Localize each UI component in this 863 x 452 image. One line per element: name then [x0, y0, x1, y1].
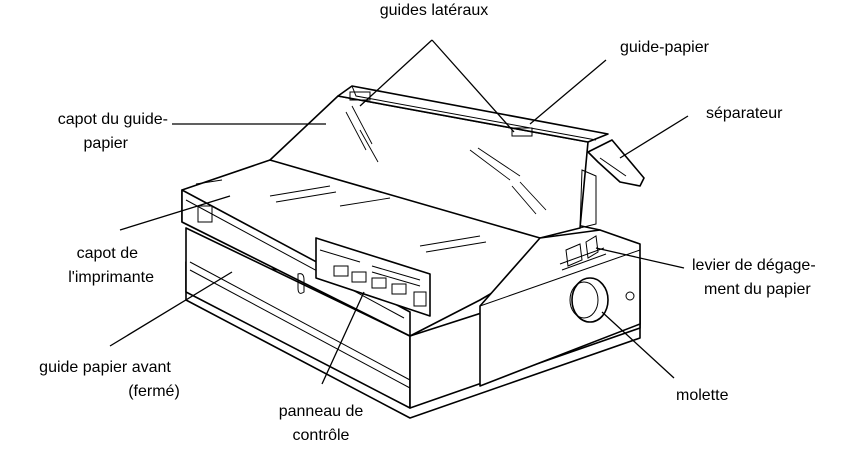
- label-levier-line2: ment du papier: [704, 281, 811, 298]
- label-guide-papier: guide-papier: [620, 39, 709, 56]
- paper-guide-drawing: [337, 85, 609, 143]
- label-levier-line1: levier de dégage-: [692, 257, 816, 274]
- label-separateur: séparateur: [706, 105, 783, 122]
- right-side-body: [479, 229, 641, 387]
- label-panneau-line2: contrôle: [292, 427, 350, 444]
- label-capot-imprimante-line2: l'imprimante: [68, 269, 154, 286]
- label-guide-avant-line1: guide papier avant: [39, 359, 171, 376]
- separator-drawing: [579, 139, 645, 229]
- label-guides-lateraux: guides latéraux: [379, 2, 489, 19]
- knob-drawing: [571, 277, 609, 323]
- control-panel-drawing: [315, 237, 431, 317]
- label-molette: molette: [676, 387, 729, 404]
- paper-guide-cover: [269, 95, 589, 239]
- front-guide-handle: [297, 273, 305, 294]
- label-capot-imprimante-line1: capot de: [76, 245, 138, 262]
- label-guide-avant-line2: (fermé): [128, 383, 180, 400]
- label-capot-guide-line1: capot du guide-: [57, 111, 168, 128]
- label-capot-guide-line2: papier: [83, 135, 128, 152]
- label-panneau-line1: panneau de: [278, 403, 364, 420]
- cover-square-marker: [197, 205, 213, 223]
- leader-lines: [109, 39, 689, 385]
